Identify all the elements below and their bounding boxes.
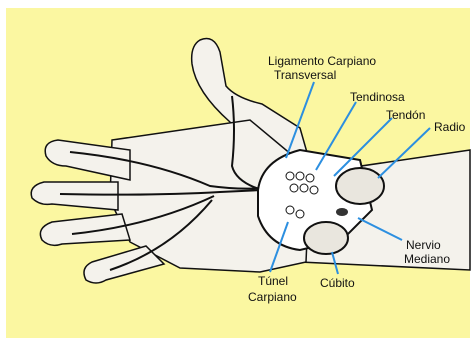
ring-finger (40, 214, 130, 245)
label-nervio: Nervio (406, 238, 441, 252)
median-nerve (336, 208, 348, 216)
label-tendon: Tendón (386, 108, 425, 122)
label-cubito: Cúbito (320, 276, 355, 290)
label-mediano: Mediano (404, 252, 450, 266)
radius-bone (336, 168, 384, 204)
label-tunel: Túnel (258, 274, 288, 288)
middle-finger (31, 182, 118, 210)
label-ligamento-line2: Transversal (274, 68, 336, 82)
label-carpiano: Carpiano (248, 290, 297, 304)
ulna-bone (304, 222, 348, 254)
label-tendinosa: Tendinosa (350, 90, 405, 104)
label-ligamento-line1: Ligamento Carpiano (268, 54, 376, 68)
label-radio: Radio (434, 120, 465, 134)
